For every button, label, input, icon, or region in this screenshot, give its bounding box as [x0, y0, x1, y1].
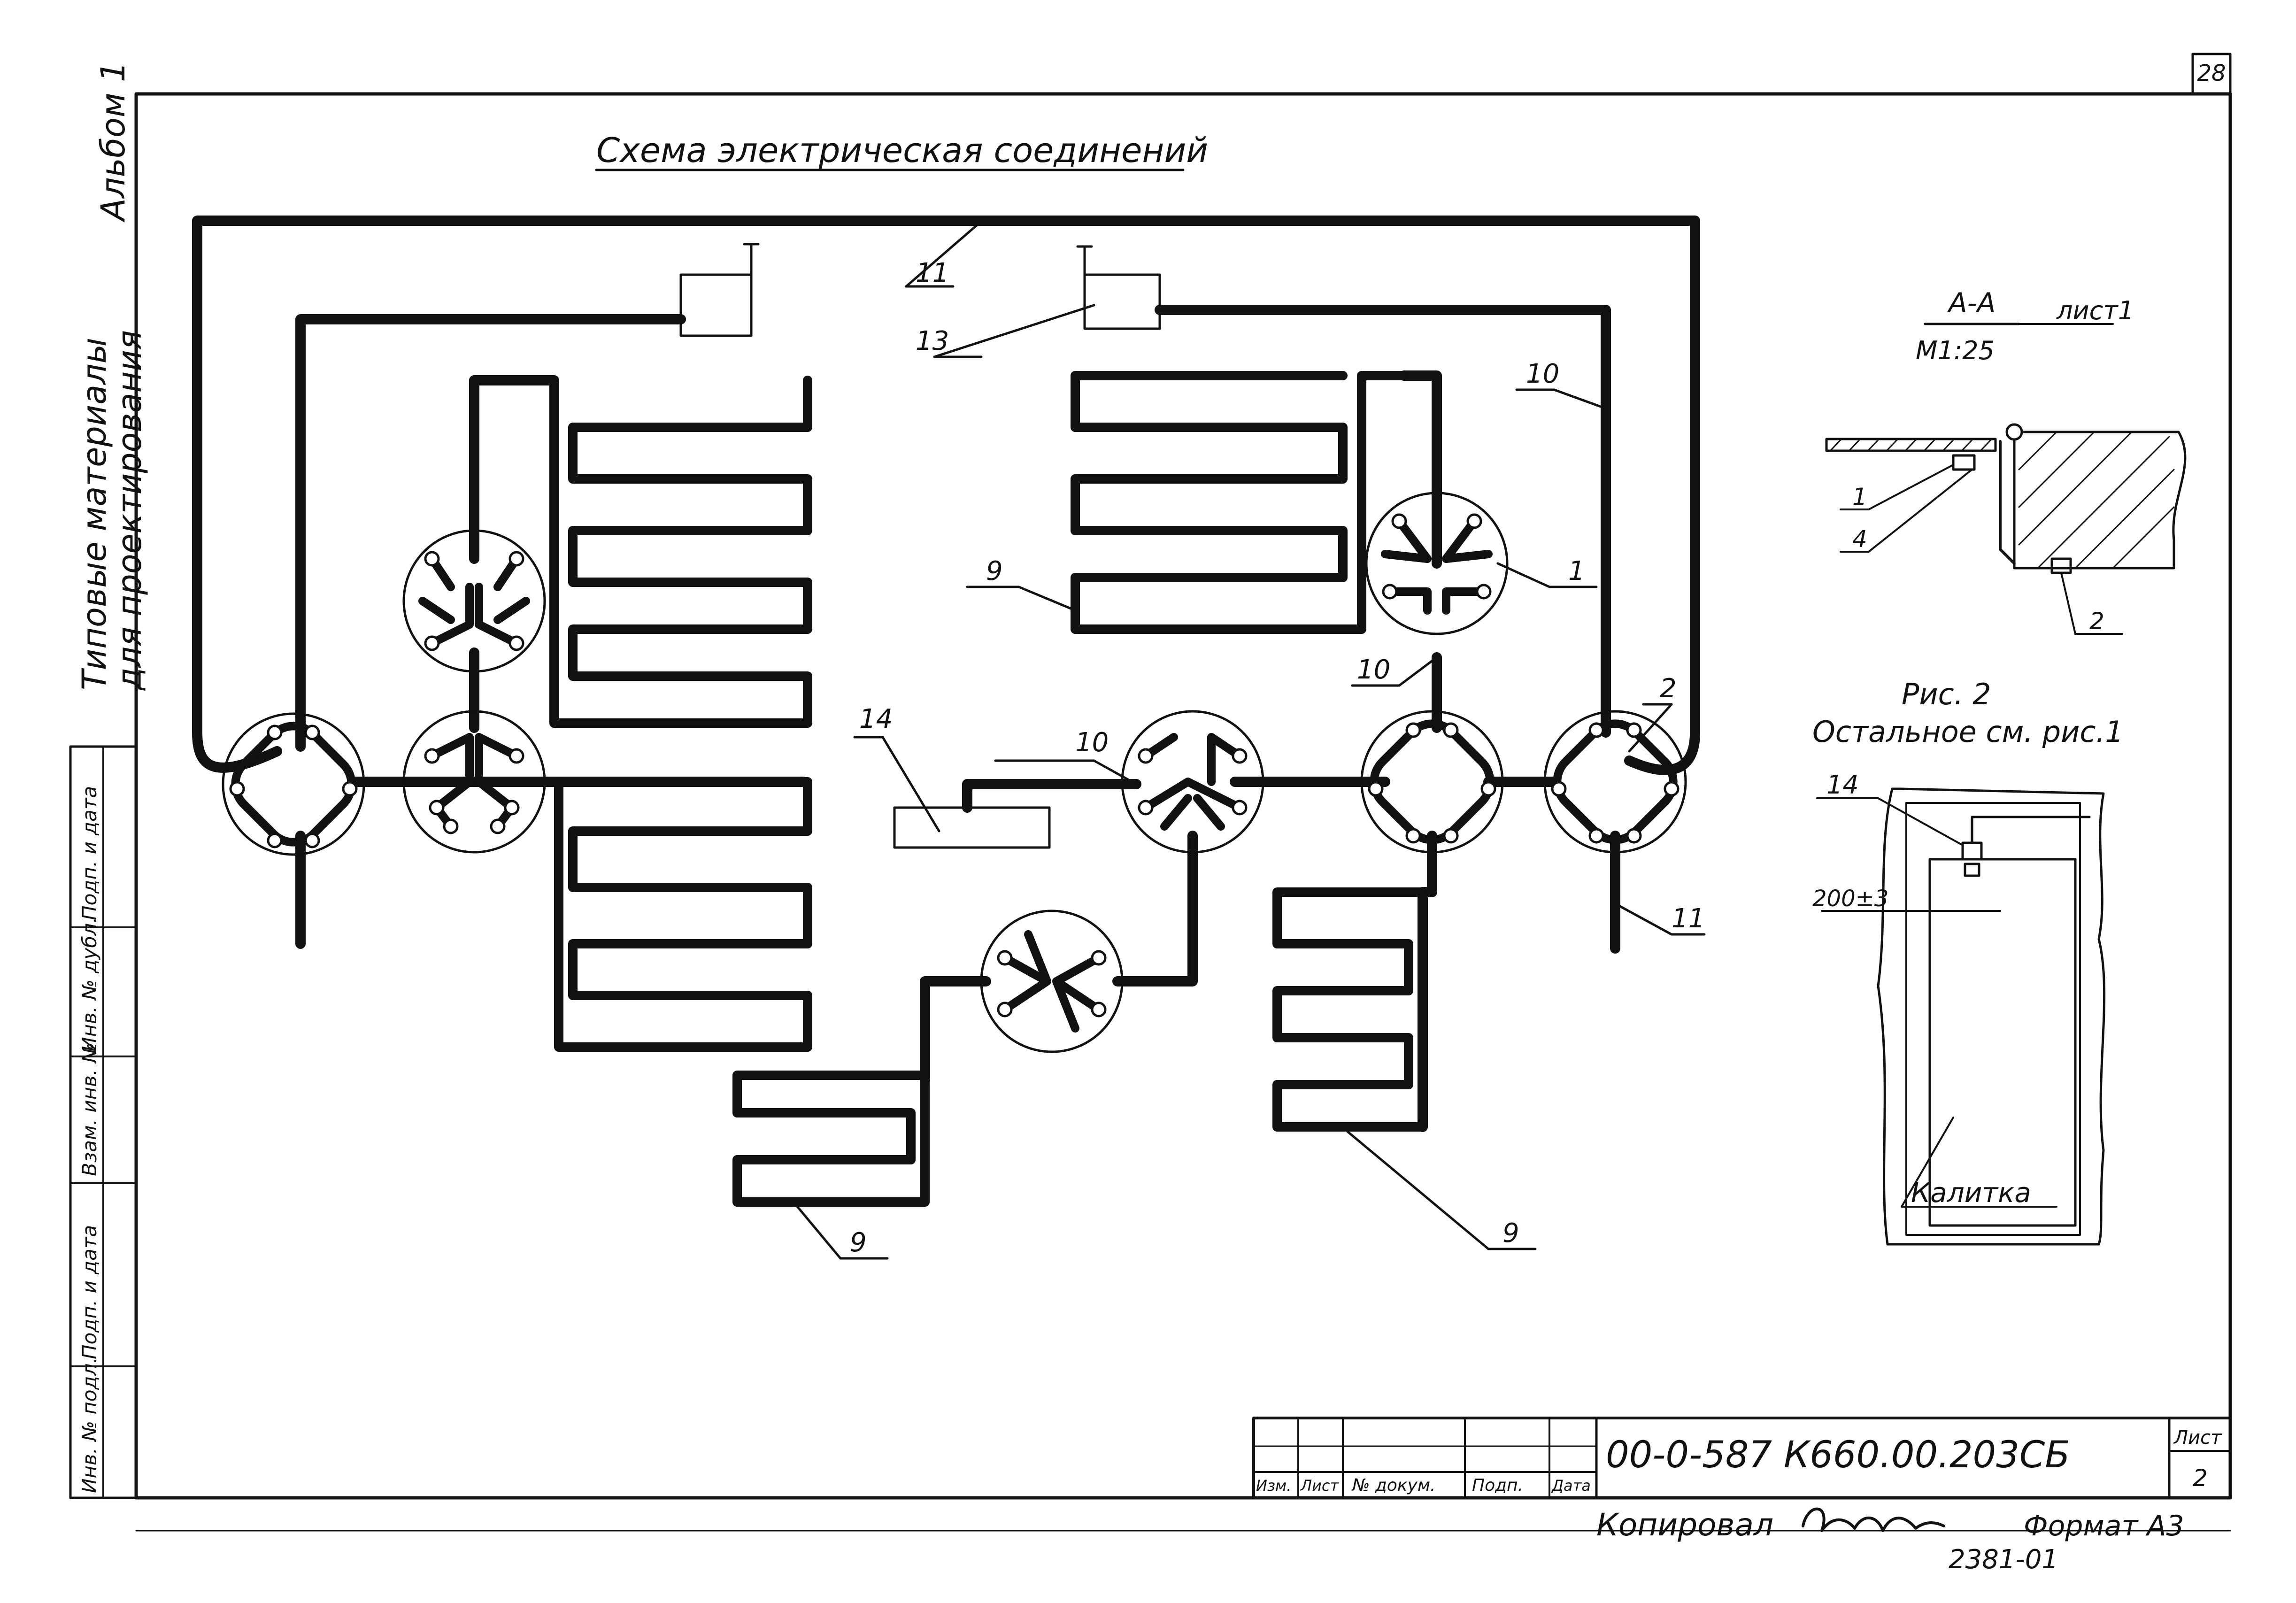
figure2-title: Рис. 2: [1902, 677, 1991, 711]
stamp-sign-date-2: Подп. и дата: [78, 1225, 101, 1359]
heater-upper-right: [1071, 371, 1409, 634]
typical-materials-line2: для проектирования: [110, 330, 149, 691]
figure2-dimension: 200±3: [1812, 886, 1888, 912]
tb-sheet-value: 2: [2193, 1464, 2208, 1492]
callout-9-mid: 9: [986, 556, 1003, 586]
callout-1: 1: [1568, 556, 1585, 586]
callout-9-bottom-right: 9: [1502, 1218, 1519, 1248]
callout-2: 2: [1660, 673, 1677, 704]
copied-label: Копировал: [1596, 1507, 1773, 1543]
control-box-14: [893, 806, 1051, 849]
callout-10-center: 10: [1075, 727, 1109, 758]
stamp-replace-inv: Взам. инв. №: [78, 1042, 101, 1176]
figure2-item-14: 14: [1826, 770, 1859, 800]
figure2-subtitle: Остальное см. рис.1: [1812, 715, 2124, 749]
junction-circle-left-2: [402, 710, 546, 854]
left-stamp: Подп. и дата Инв. № дубл. Взам. инв. № П…: [69, 745, 138, 1499]
junction-circle-right-1: [1360, 710, 1504, 854]
stamp-dup-inv: Инв. № дубл.: [78, 917, 101, 1052]
cable-11-outer-loop: [192, 216, 1700, 775]
heater-upper-left: [549, 376, 812, 728]
stamp-sign-date-1: Подп. и дата: [78, 786, 101, 920]
junction-circle-right-2: [1543, 710, 1687, 854]
tb-header-sheet: Лист: [1300, 1477, 1339, 1495]
junction-circle-upper-right: [1365, 492, 1509, 635]
album-label: Альбом 1: [94, 62, 132, 223]
copyist-signature: [1802, 1507, 1945, 1532]
junction-box-13: [1083, 273, 1161, 330]
heater-bottom-right: [1272, 887, 1427, 1132]
wiring-diagram: 11 13 10 9 1 10 2 14 10 11 9 9: [192, 216, 1706, 1260]
callout-11-right: 11: [1672, 903, 1705, 934]
stamp-orig-inv: Инв. № подл.: [78, 1357, 101, 1493]
title-block: Изм. Лист № докум. Подп. Дата 00-0-587 К…: [1252, 1417, 2232, 1575]
tb-sheet-label: Лист: [2173, 1427, 2222, 1449]
callout-10-mid: 10: [1357, 655, 1390, 685]
callout-13: 13: [916, 326, 949, 356]
callout-14: 14: [859, 704, 893, 734]
sheet-number-box: [2191, 53, 2232, 95]
document-code: 00-0-587 К660.00.203СБ: [1606, 1434, 2070, 1476]
junction-box-left: [679, 273, 753, 337]
section-item-2: 2: [2089, 608, 2104, 635]
callout-9-bottom-left: 9: [850, 1227, 867, 1258]
junction-circle-lower: [980, 909, 1124, 1053]
heater-lower-left: [554, 777, 812, 1052]
section-a-a: А-А лист1 М1:25 1 4 2: [1825, 287, 2187, 635]
section-item-4: 4: [1852, 525, 1867, 553]
section-scale: М1:25: [1916, 336, 1995, 365]
figure2-gate-label: Калитка: [1911, 1177, 2031, 1209]
typical-materials-line1: Типовые материалы: [75, 338, 114, 690]
tb-header-doc: № докум.: [1351, 1476, 1435, 1495]
callout-11-top: 11: [916, 258, 949, 288]
sheet-number: 28: [2197, 60, 2226, 86]
junction-circle-left: [222, 712, 365, 856]
junction-circle-center: [1121, 710, 1264, 854]
section-sheet-ref: лист1: [2056, 296, 2134, 325]
bottom-number: 2381-01: [1949, 1544, 2058, 1575]
tb-header-sign: Подп.: [1472, 1476, 1523, 1495]
tb-header-change: Изм.: [1256, 1477, 1291, 1495]
section-item-1: 1: [1852, 483, 1867, 510]
diagram-title: Схема электрическая соединений: [596, 131, 1208, 170]
callout-10-right: 10: [1526, 359, 1559, 389]
section-title: А-А: [1947, 287, 1996, 319]
heater-bottom-left: [732, 1071, 930, 1207]
format-label: Формат А3: [2024, 1510, 2184, 1542]
tb-header-date: Дата: [1551, 1477, 1591, 1495]
figure-2: Рис. 2 Остальное см. рис.1 14 200±3 Кали…: [1812, 677, 2124, 1246]
junction-circle-upper-left: [402, 529, 546, 673]
